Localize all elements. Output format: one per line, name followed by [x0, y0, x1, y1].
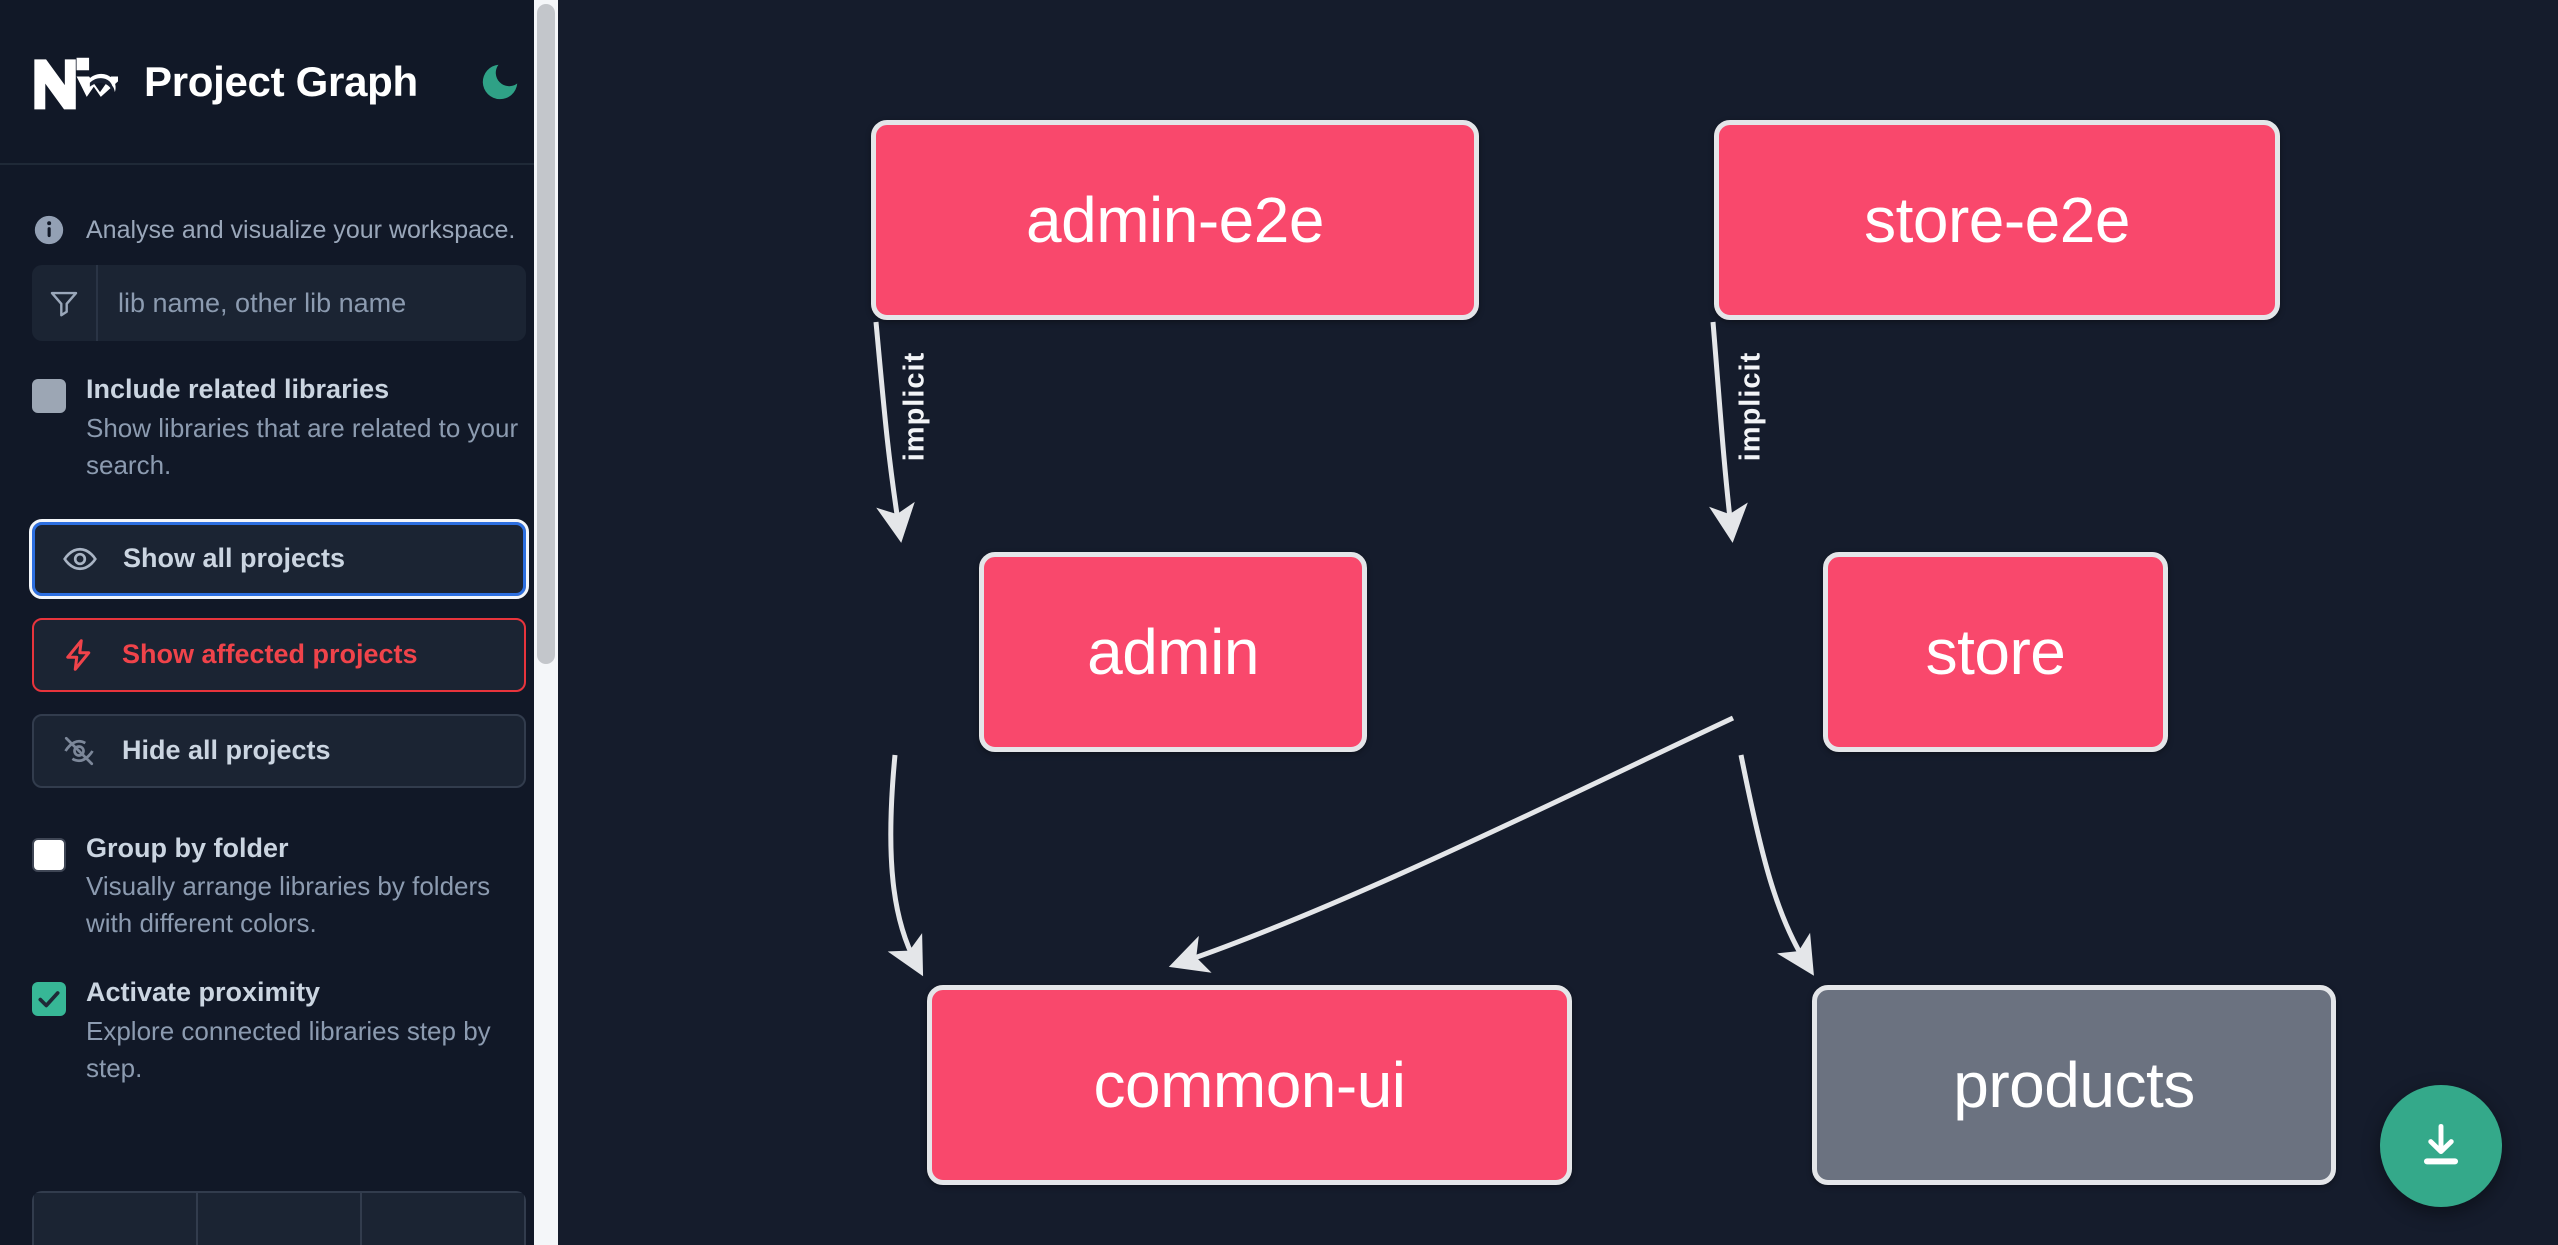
segmented-option-3[interactable]	[360, 1191, 526, 1245]
include-related-libraries-checkbox[interactable]	[32, 379, 66, 413]
segmented-option-2[interactable]	[196, 1191, 360, 1245]
option-label: Activate proximity	[86, 977, 321, 1008]
show-all-projects-button[interactable]: Show all projects	[29, 518, 529, 599]
option-description: Show libraries that are related to your …	[86, 412, 519, 480]
graph-node-common-ui[interactable]: common-ui	[927, 985, 1572, 1185]
sidebar-scrollbar[interactable]	[534, 0, 558, 1245]
graph-node-products[interactable]: products	[1812, 985, 2336, 1185]
lightning-icon	[60, 636, 98, 674]
segmented-option-1[interactable]	[32, 1191, 196, 1245]
option-label: Group by folder	[86, 832, 289, 863]
node-label: admin	[1087, 616, 1259, 688]
workspace-note: Analyse and visualize your workspace.	[0, 165, 558, 265]
sidebar-scrollbar-thumb[interactable]	[537, 4, 555, 664]
sidebar: Project Graph Analyse and visualize your…	[0, 0, 558, 1245]
node-label: products	[1953, 1049, 2195, 1121]
edge-label-implicit-store: implicit	[1734, 351, 1767, 462]
eye-icon	[61, 540, 99, 578]
node-label: common-ui	[1093, 1049, 1406, 1121]
hide-all-projects-button[interactable]: Hide all projects	[32, 713, 526, 788]
graph-canvas[interactable]: implicit implicit admin-e2e store-e2e ad…	[558, 0, 2558, 1245]
download-image-button[interactable]	[2380, 1085, 2502, 1207]
search-field[interactable]	[32, 265, 526, 341]
option-description: Explore connected libraries step by step…	[86, 1015, 491, 1083]
graph-node-admin[interactable]: admin	[979, 552, 1367, 752]
graph-node-admin-e2e[interactable]: admin-e2e	[871, 120, 1479, 320]
node-label: admin-e2e	[1026, 184, 1324, 256]
check-icon	[38, 991, 60, 1008]
show-all-projects-label: Show all projects	[123, 543, 346, 574]
sidebar-header: Project Graph	[0, 0, 558, 165]
option-label: Include related libraries	[86, 374, 390, 404]
graph-node-store-e2e[interactable]: store-e2e	[1714, 120, 2280, 320]
option-description: Visually arrange libraries by folders wi…	[86, 871, 491, 939]
moon-icon[interactable]	[474, 56, 526, 108]
visibility-button-group: Show all projects Show affected projects	[0, 518, 558, 788]
download-icon	[2423, 1123, 2459, 1165]
option-include-related-libraries[interactable]: Include related libraries Show libraries…	[0, 373, 558, 484]
page-title: Project Graph	[144, 57, 418, 105]
edge-admin-e2e-admin	[873, 321, 915, 543]
node-label: store-e2e	[1864, 184, 2130, 256]
option-activate-proximity[interactable]: Activate proximity Explore connected lib…	[0, 976, 558, 1087]
edge-label-implicit-admin: implicit	[898, 351, 931, 462]
filter-icon	[32, 265, 98, 341]
info-icon	[32, 213, 66, 247]
segmented-control[interactable]	[32, 1191, 526, 1245]
option-group-by-folder[interactable]: Group by folder Visually arrange librari…	[0, 832, 558, 943]
nx-logo-icon	[32, 51, 124, 113]
graph-node-store[interactable]: store	[1823, 552, 2168, 752]
node-label: store	[1925, 616, 2066, 688]
show-affected-projects-button[interactable]: Show affected projects	[32, 617, 526, 692]
graph-edges	[873, 321, 1814, 977]
eye-off-icon	[60, 732, 98, 770]
activate-proximity-checkbox[interactable]	[32, 982, 66, 1017]
show-affected-projects-label: Show affected projects	[122, 639, 418, 670]
group-by-folder-checkbox[interactable]	[32, 837, 66, 872]
hide-all-projects-label: Hide all projects	[122, 735, 331, 766]
search-input[interactable]	[98, 265, 526, 341]
workspace-note-text: Analyse and visualize your workspace.	[86, 215, 516, 244]
